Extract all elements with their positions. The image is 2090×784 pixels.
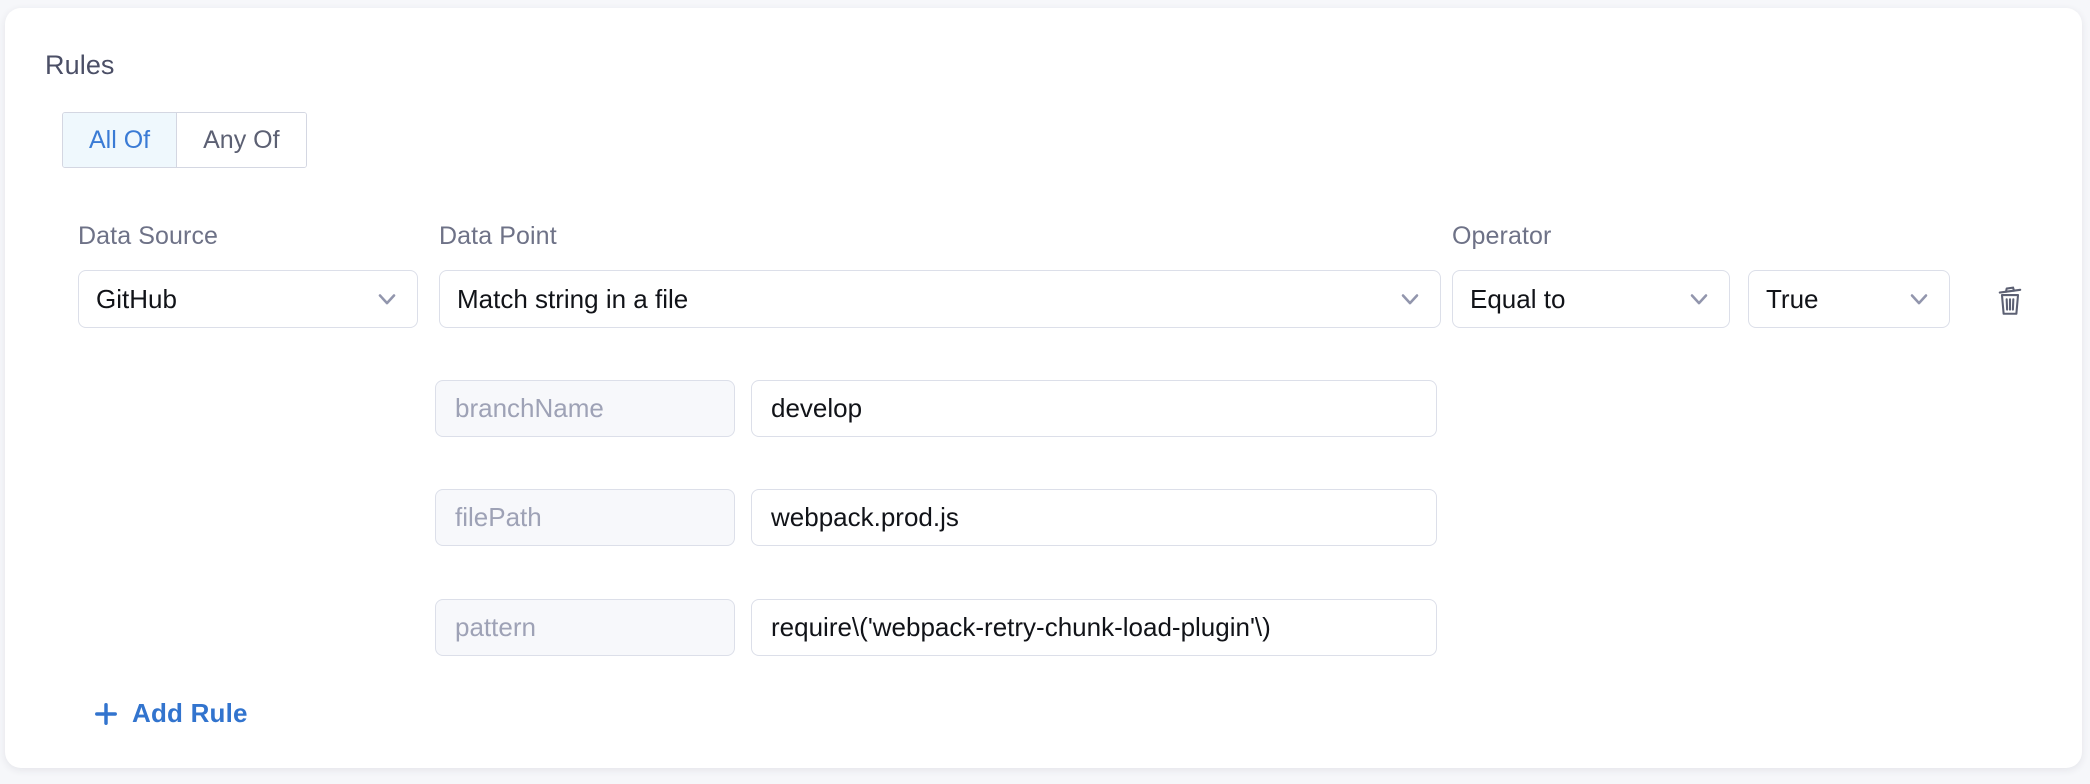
parameter-value-field[interactable]: develop: [751, 380, 1437, 437]
operator-value-select[interactable]: True: [1748, 270, 1950, 328]
plus-icon: [95, 702, 117, 725]
operator-value-selected: True: [1766, 283, 1819, 314]
data-source-select[interactable]: GitHub: [78, 270, 418, 328]
parameter-key-field[interactable]: filePath: [435, 489, 735, 546]
chevron-down-icon: [378, 294, 396, 305]
parameter-value-field[interactable]: require\('webpack-retry-chunk-load-plugi…: [751, 599, 1437, 656]
page-title: Rules: [45, 50, 115, 80]
parameter-row: branchName develop: [435, 380, 1437, 437]
operator-select[interactable]: Equal to: [1452, 270, 1730, 328]
trash-icon: [1998, 286, 2022, 315]
operator-label: Operator: [1452, 222, 1552, 250]
data-source-label: Data Source: [78, 222, 219, 250]
data-source-value: GitHub: [96, 283, 177, 314]
add-rule-button[interactable]: Add Rule: [93, 698, 248, 729]
operator-value: Equal to: [1470, 283, 1566, 314]
data-point-label: Data Point: [439, 222, 557, 250]
parameter-row: filePath webpack.prod.js: [435, 489, 1437, 546]
add-rule-label: Add Rule: [132, 698, 248, 728]
rules-card: Rules All Of Any Of Data Source Data Poi…: [5, 8, 2082, 768]
match-mode-all-of-button[interactable]: All Of: [63, 113, 177, 167]
data-point-select[interactable]: Match string in a file: [439, 270, 1441, 328]
chevron-down-icon: [1910, 294, 1928, 305]
parameter-value-field[interactable]: webpack.prod.js: [751, 489, 1437, 546]
match-mode-any-of-button[interactable]: Any Of: [176, 113, 306, 167]
data-point-value: Match string in a file: [457, 283, 689, 314]
parameter-key-field[interactable]: pattern: [435, 599, 735, 656]
chevron-down-icon: [1690, 294, 1708, 305]
match-mode-segmented-control[interactable]: All Of Any Of: [62, 112, 307, 168]
parameter-row: pattern require\('webpack-retry-chunk-lo…: [435, 599, 1437, 656]
delete-rule-button[interactable]: [1988, 280, 2032, 324]
chevron-down-icon: [1401, 294, 1419, 305]
parameter-key-field[interactable]: branchName: [435, 380, 735, 437]
